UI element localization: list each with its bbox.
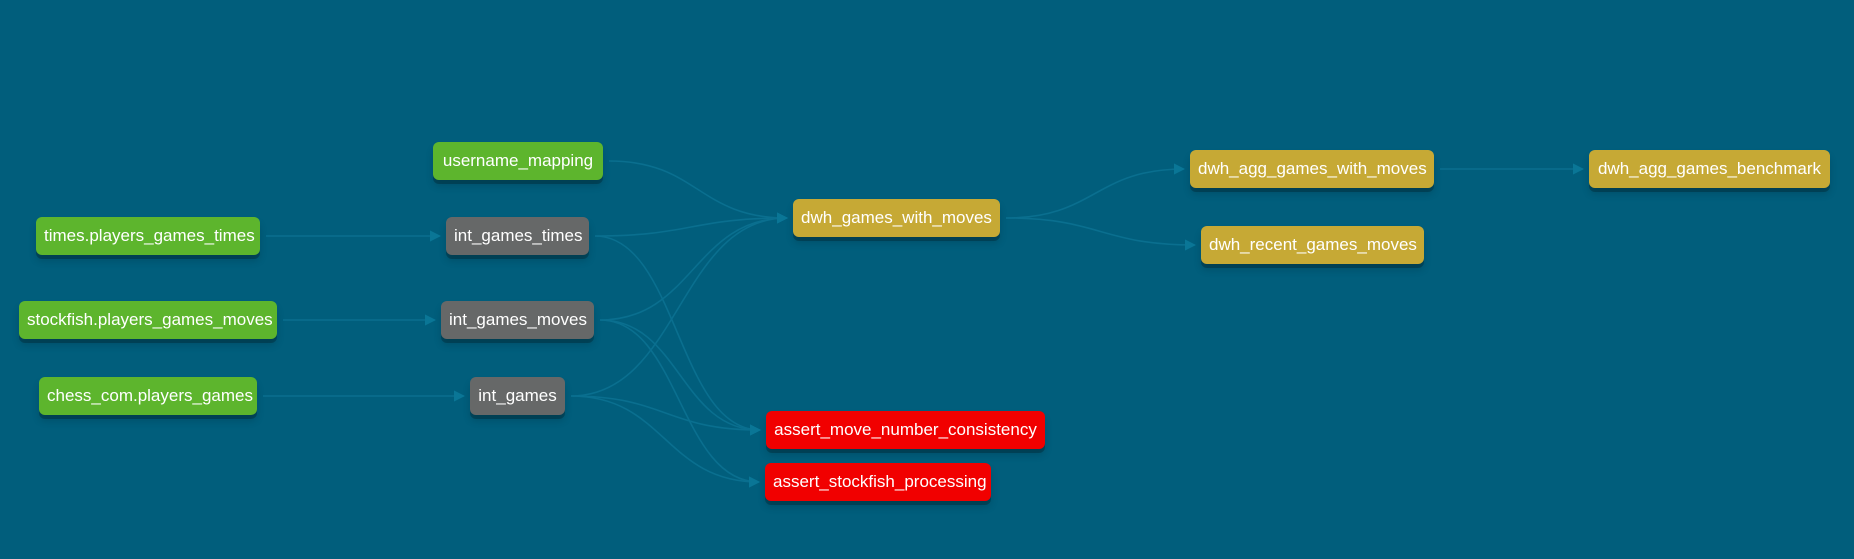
- node-stockfish-players-games-moves[interactable]: stockfish.players_games_moves: [19, 301, 277, 339]
- edge-dwh-games-with-moves-to-dwh-agg-games-with-moves: [1005, 163, 1186, 219]
- node-dwh-games-with-moves[interactable]: dwh_games_with_moves: [793, 199, 1000, 237]
- edge-username-mapping-to-dwh-games-with-moves: [608, 160, 789, 224]
- node-dwh-agg-games-benchmark[interactable]: dwh_agg_games_benchmark: [1589, 150, 1830, 188]
- node-username-mapping[interactable]: username_mapping: [433, 142, 603, 180]
- edge-int-games-moves-to-dwh-games-with-moves: [599, 212, 789, 321]
- node-dwh-recent-games-moves[interactable]: dwh_recent_games_moves: [1201, 226, 1424, 264]
- node-assert-move-number-consistency[interactable]: assert_move_number_consistency: [766, 411, 1045, 449]
- node-times-players-games-times[interactable]: times.players_games_times: [36, 217, 260, 255]
- edge-int-games-to-assert-stockfish-processing: [570, 395, 761, 488]
- node-int-games[interactable]: int_games: [470, 377, 565, 415]
- edge-int-games-moves-to-assert-move-number-consistency: [599, 319, 762, 436]
- edge-int-games-moves-to-assert-stockfish-processing: [599, 319, 761, 488]
- node-assert-stockfish-processing[interactable]: assert_stockfish_processing: [765, 463, 991, 501]
- node-int-games-times[interactable]: int_games_times: [446, 217, 589, 255]
- node-int-games-moves[interactable]: int_games_moves: [441, 301, 594, 339]
- edge-int-games-to-dwh-games-with-moves: [570, 212, 789, 397]
- edge-int-games-times-to-dwh-games-with-moves: [594, 212, 789, 237]
- node-dwh-agg-games-with-moves[interactable]: dwh_agg_games_with_moves: [1190, 150, 1434, 188]
- node-chess-com-players-games[interactable]: chess_com.players_games: [39, 377, 257, 415]
- edge-int-games-to-assert-move-number-consistency: [570, 395, 762, 436]
- edge-dwh-games-with-moves-to-dwh-recent-games-moves: [1005, 217, 1197, 251]
- edge-int-games-times-to-assert-move-number-consistency: [594, 235, 762, 436]
